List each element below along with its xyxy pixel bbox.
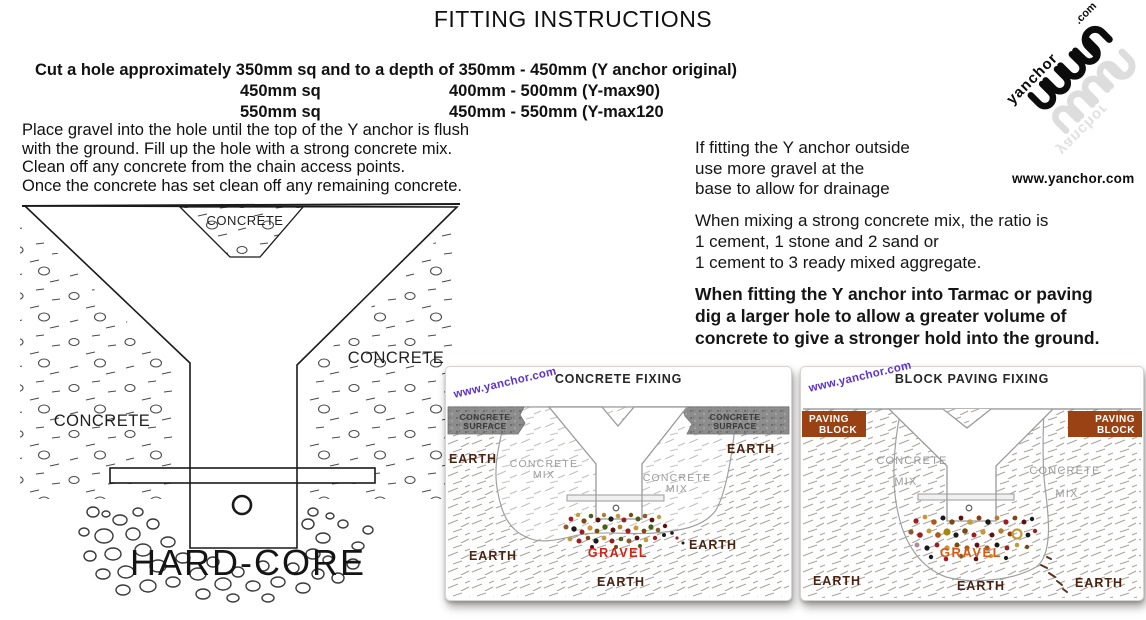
main-cross-section-diagram: CONCRETE [20, 203, 461, 603]
outside-note: If fitting the Y anchor outside use more… [695, 138, 910, 200]
mixing-line-1: When mixing a strong concrete mix, the r… [695, 211, 1049, 230]
earth-label-bottom-center: EARTH [597, 575, 645, 589]
paving-right-line1: PAVING [1095, 414, 1135, 425]
outside-line-2: use more gravel at the [695, 158, 865, 178]
logo-tld-text: .com [1073, 0, 1100, 27]
spec-row3-size: 550mm sq [240, 103, 321, 121]
paving-right-line2: BLOCK [1097, 425, 1135, 436]
surface-right-line2: SURFACE [713, 421, 756, 431]
placement-line-4: Once the concrete has set clean off any … [22, 176, 462, 195]
placement-line-3: Clean off any concrete from the chain ac… [22, 158, 406, 176]
shaft-edges-over-pin [189, 468, 298, 483]
gravel-label: GRAVEL [588, 546, 648, 560]
y-anchor [547, 406, 689, 520]
chain-access-hole [965, 504, 973, 512]
tarmac-line-3: concrete to give a stronger hold into th… [695, 328, 1100, 348]
panel-title: BLOCK PAVING FIXING [894, 372, 1050, 386]
earth-label-mid-right: EARTH [689, 538, 737, 552]
anchor-cross-pin [109, 467, 376, 484]
placement-line-1: Place gravel into the hole until the top… [22, 121, 470, 139]
spec-row2-size: 450mm sq [240, 82, 321, 100]
earth-label-bottom-right: EARTH [1075, 576, 1123, 590]
concrete-left-label: CONCRETE [54, 412, 151, 430]
anchor-cross-pin [917, 493, 1015, 501]
spec-row2-depth: 400mm - 500mm (Y-max90) [449, 82, 660, 100]
concrete-right-label: CONCRETE [348, 349, 445, 367]
outside-line-3: base to allow for drainage [695, 179, 890, 198]
mixing-line-3: 1 cement to 3 ready mixed aggregate. [695, 253, 982, 272]
earth-label-top-left: EARTH [449, 452, 497, 466]
mix-right-line2: MIX [1055, 488, 1078, 500]
paving-left-line2: BLOCK [819, 425, 857, 436]
mix-right-line1: CONCRETE [643, 472, 712, 484]
mix-right-line2: MIX [666, 483, 688, 495]
concrete-texture-left [20, 216, 178, 499]
tarmac-note: When fitting the Y anchor into Tarmac or… [695, 283, 1099, 349]
tarmac-line-2: dig a larger hole to allow a greater vol… [695, 306, 1067, 326]
mixing-line-2: 1 cement, 1 stone and 2 sand or [695, 232, 939, 251]
concrete-fill-opening [178, 206, 305, 258]
concrete-texture-right [308, 216, 460, 499]
placement-paragraph: Place gravel into the hole until the top… [22, 121, 469, 195]
surface-left-line1: CONCRETE [460, 412, 511, 422]
mix-left-line1: CONCRETE [510, 458, 579, 470]
anchor-cross-pin [566, 494, 665, 502]
hardcore-stones [78, 506, 374, 603]
placement-line-2: with the ground. Fill up the hole with a… [22, 139, 453, 158]
mix-right-line1: CONCRETE [1029, 465, 1100, 477]
concrete-top-label: CONCRETE [207, 213, 284, 228]
paving-block-left [802, 411, 866, 437]
block-paving-drawing: PAVING BLOCK PAVING BLOCK [802, 408, 1142, 598]
chain-access-hole [612, 504, 620, 512]
concrete-fixing-drawing: CONCRETE SURFACE CONCRETE SURFACE [447, 406, 790, 597]
chain-access-hole [231, 494, 253, 516]
spec-row3-depth: 450mm - 550mm (Y-max120 [449, 103, 664, 121]
hardcore-label: HARD-CORE [130, 542, 366, 583]
earth-label-bottom-center: EARTH [957, 579, 1005, 593]
block-paving-fixing-panel: PAVING BLOCK PAVING BLOCK [800, 360, 1144, 601]
concrete-surface-band-left [447, 406, 526, 435]
tarmac-line-1: When fitting the Y anchor into Tarmac or… [695, 284, 1093, 304]
outside-line-1: If fitting the Y anchor outside [695, 138, 910, 157]
spec-line-1: Cut a hole approximately 350mm sq and to… [35, 61, 738, 79]
concrete-surface-band-right [681, 406, 790, 435]
y-anchor-body [22, 205, 459, 549]
surface-left-line2: SURFACE [463, 421, 506, 431]
surface-right-line1: CONCRETE [710, 412, 761, 422]
paving-block-right [1068, 411, 1142, 437]
mix-left-line2: MIX [894, 476, 917, 488]
mixing-note: When mixing a strong concrete mix, the r… [695, 210, 1048, 273]
page-title: FITTING INSTRUCTIONS [433, 6, 713, 32]
gravel-label: GRAVEL [940, 545, 1002, 560]
panel-title: CONCRETE FIXING [554, 372, 683, 386]
yanchor-logo: yanchor .com yanchor [1003, 0, 1136, 158]
mix-left-line2: MIX [533, 469, 555, 481]
website-url: www.yanchor.com [1012, 171, 1135, 186]
concrete-fixing-panel: CONCRETE SURFACE CONCRETE SURFACE [445, 366, 792, 601]
earth-label-bottom-left: EARTH [469, 549, 517, 563]
paving-left-line1: PAVING [809, 414, 849, 425]
gravel-bed [908, 514, 1068, 593]
earth-label-bottom-left: EARTH [813, 574, 861, 588]
earth-label-top-right: EARTH [727, 442, 775, 456]
gravel-bed [563, 512, 685, 550]
mix-left-line1: CONCRETE [876, 455, 947, 467]
